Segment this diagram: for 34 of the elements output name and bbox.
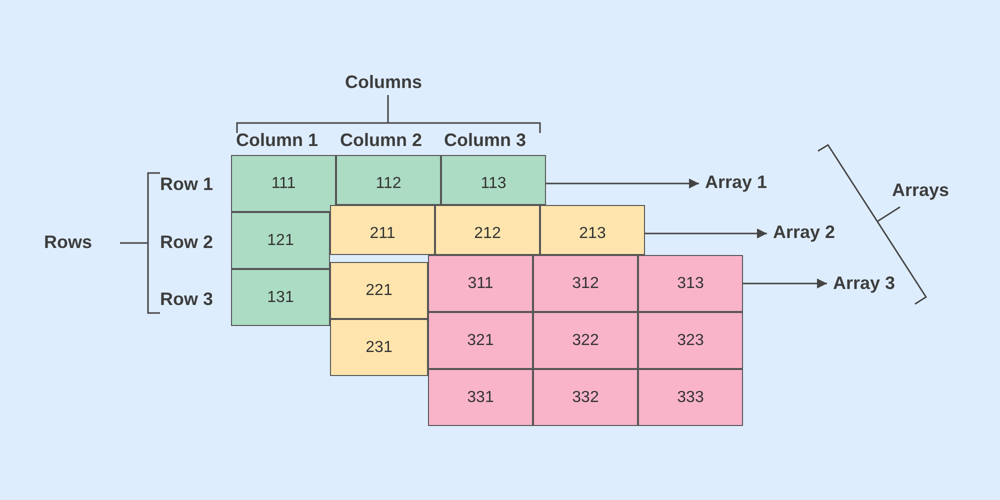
arrow [546,178,699,188]
array-label: Array 2 [773,220,836,244]
axis-label: Row 2 [160,231,214,254]
array-cell: 212 [435,205,540,255]
array-cell: 112 [336,155,441,205]
array-cell: 121 [231,212,330,269]
axis-label: Row 3 [160,288,214,311]
array-cell: 321 [428,312,533,369]
axis-label: Arrays [892,179,950,202]
array-label: Array 1 [705,170,768,194]
array-cell: 313 [638,255,743,312]
axis-label: Row 1 [160,173,214,196]
array-cell: 323 [638,312,743,369]
array-cell: 331 [428,369,533,426]
axis-label: Column 3 [444,129,526,152]
axis-label: Rows [44,231,92,254]
array-cell: 332 [533,369,638,426]
array-cell: 111 [231,155,336,212]
array-cell: 333 [638,369,743,426]
axis-label: Column 1 [236,129,318,152]
axis-label: Column 2 [340,129,422,152]
arrow [743,278,827,288]
arrow [645,228,767,238]
array-cell: 312 [533,255,638,312]
array-cell: 322 [533,312,638,369]
array-cell: 113 [441,155,546,205]
array-cell: 221 [330,262,428,319]
array-cell: 311 [428,255,533,312]
array-cell: 211 [330,205,435,255]
array-cell: 231 [330,319,428,376]
array-cell: 131 [231,269,330,326]
array-cell: 213 [540,205,645,255]
axis-label: Columns [345,71,422,94]
array-label: Array 3 [833,271,896,295]
